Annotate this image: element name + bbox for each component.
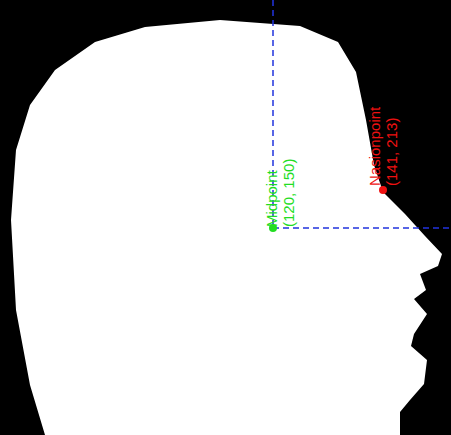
midpoint-label: Midpoint(120, 150) — [263, 159, 297, 227]
horizontal-guide — [273, 227, 451, 229]
point-name: Nasionpoint — [366, 107, 383, 186]
nasion-label: Nasionpoint(141, 213) — [366, 107, 400, 186]
coordinates: (120, 150) — [280, 159, 297, 227]
point-name: Midpoint — [263, 159, 280, 227]
nasion-dot — [379, 186, 387, 194]
coordinates: (141, 213) — [383, 107, 400, 186]
